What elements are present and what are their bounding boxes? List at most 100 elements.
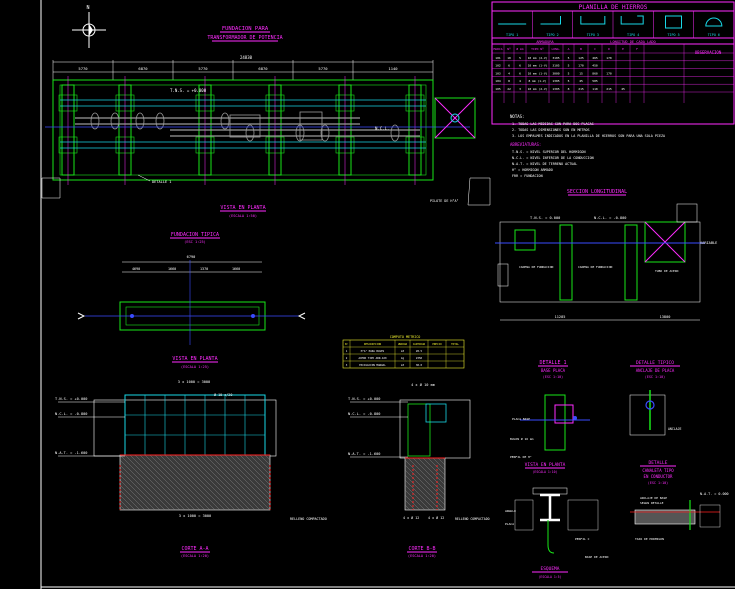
hatch-line — [244, 454, 271, 481]
schedule-header: LONG. — [551, 47, 560, 51]
detail3-label: TAPA DE HORMIGON — [635, 537, 664, 541]
schedule-cell: 10 — [507, 56, 511, 60]
schedule-cell: 110 — [592, 87, 598, 91]
hatch-line — [139, 454, 196, 511]
hatch-line — [249, 454, 271, 476]
plan-small-dim: 4690 — [132, 267, 140, 271]
abbr-line: T.N.S. = NIVEL SUPERIOR DEL HORMIGON — [512, 150, 586, 154]
dim-text: 6870 — [138, 66, 148, 71]
main-plan-view: FUNDACION PARA TRANSFORMADOR DE POTENCIA… — [41, 26, 491, 218]
dim-text: 5770 — [198, 66, 208, 71]
hatch-line — [119, 464, 166, 511]
manhole-x — [644, 221, 686, 263]
dim-text: 6870 — [258, 66, 268, 71]
detail3-title: DETALLE — [649, 460, 668, 466]
schedule-cell: 6 — [519, 71, 521, 75]
plan-small-dim: 1660 — [232, 267, 240, 271]
quantities-header: UNIDAD — [398, 342, 408, 346]
hatch-line — [209, 454, 266, 511]
schedule-group-armadura: ARMADURA — [536, 40, 554, 44]
detail3-label: N.A.T. = 0.000 — [700, 492, 729, 496]
detail1-label: PLACA — [505, 522, 514, 526]
elevation-b-dim-top: 4 x Ø 10 mm — [411, 382, 435, 387]
abbr-line: N.C.L. = NIVEL INFERIOR DE LA CONDUCCION — [512, 156, 594, 160]
section-dim: 11285 — [555, 315, 566, 319]
hatch-line — [144, 454, 201, 511]
level-label: N.C.L. = -0.800 — [348, 412, 380, 416]
soil-hatch — [41, 177, 61, 199]
schedule-cell: 22 — [507, 87, 511, 91]
section-column — [514, 229, 536, 251]
type-label: TIPO 5 — [667, 33, 679, 37]
section-label-mid: N.C.L. = -0.800 — [594, 216, 626, 220]
hatch-line — [412, 457, 446, 491]
right-label: N.C.L. — [375, 126, 389, 131]
schedule-cell: 1305 — [552, 87, 559, 91]
schedule-cell: 10 mm (2-V) — [528, 56, 548, 60]
schedule-header: D — [608, 47, 610, 51]
detail1-title: DETALLE 1 — [539, 360, 566, 366]
schedule-group-longitud: LONGITUD DE CADA LADO — [610, 40, 655, 44]
section-arrow-icon — [77, 312, 86, 320]
pipe — [75, 117, 360, 125]
detail3-label: ANCLAJE DE BASE — [640, 496, 667, 500]
detail1-label: PERFIL C — [575, 537, 590, 541]
quantities-cell: m3 — [401, 363, 405, 367]
detail2-title: DETALLE TIPICO — [636, 360, 674, 366]
hatch-line — [134, 454, 191, 511]
schedule-cell: 4 — [519, 79, 521, 83]
hatch-line — [119, 489, 141, 511]
hatch-line — [404, 479, 436, 511]
hatch-line — [417, 457, 446, 486]
schedule-cell: 1305 — [552, 79, 559, 83]
schedule-cell: 104 — [495, 79, 501, 83]
schedule-cell: 105 — [495, 87, 501, 91]
schedule-header: MARCA — [493, 47, 502, 51]
abbr-line: H° = HORMIGON ARMADO — [512, 168, 553, 172]
hatch-line — [432, 457, 446, 471]
schedule-cell: 45 — [579, 79, 583, 83]
abbr-line: N.A.T. = NIVEL DE TERRENO ACTUAL — [512, 162, 577, 166]
note-line: 1. TODAS LAS MEDIDAS SON PARA DOS PLACAS — [512, 122, 594, 126]
hatch-line — [404, 504, 411, 511]
valve-icon — [110, 112, 120, 130]
detail3-subtitle: CANALETA TIPO — [642, 468, 674, 473]
level-label: N.A.T. = -1.600 — [348, 452, 380, 456]
schedule-header: F — [636, 47, 638, 51]
schedule-cell: 465 — [592, 56, 598, 60]
schedule-cell: 450 — [592, 64, 598, 68]
detail-callout: DETALLE 1 — [152, 180, 171, 184]
schedule-cell: 102 — [495, 64, 501, 68]
hatch-line — [254, 454, 271, 471]
rebar-shape-icon — [580, 16, 606, 25]
section-label-left: T.N.S. = 0.000 — [530, 216, 560, 220]
elevation-a: T.N.S. = +0.000 N.C.L. = -0.800 N.A.T. =… — [55, 380, 327, 558]
schedule-cell: 215 — [578, 87, 584, 91]
pile-label: PILOTE DE H°A° — [430, 199, 459, 203]
detail1-label: BULON Ø 16 mm — [510, 436, 534, 441]
hatch-line — [179, 454, 236, 511]
plan-small-caption-scale: (ESCALA 1:25) — [181, 365, 209, 369]
quantities-cell: EXCAVACION MANUAL — [359, 363, 386, 367]
elevation-b: T.N.S. = +0.000 N.C.L. = -0.800 N.A.T. =… — [348, 382, 490, 558]
hatch-line — [404, 464, 446, 506]
dim-text: 5770 — [318, 66, 328, 71]
detail1-label: PLACA BASE — [512, 417, 530, 421]
detail1-caption-scale: (ESCALA 1:10) — [533, 470, 558, 474]
plan-small-dim: 1370 — [200, 267, 208, 271]
plan-small-total-dim: 6790 — [187, 255, 196, 259]
main-view-caption: VISTA EN PLANTA — [220, 205, 265, 211]
elevation-b-caption: CORTE B-B — [408, 546, 435, 552]
schedule-header: Ø mm — [516, 46, 523, 51]
schedule-cell: 10 mm (2-V) — [528, 87, 548, 91]
hatch-line — [159, 454, 216, 511]
schedule-cell: 8 — [568, 87, 570, 91]
soil-hatch — [676, 203, 698, 223]
schedule-cell: 3 — [519, 87, 521, 91]
notes-title: NOTAS: — [510, 114, 524, 119]
schedule-cell: 4 — [508, 71, 510, 75]
quantities-header: CANTIDAD — [413, 342, 426, 346]
manhole-x — [434, 97, 476, 139]
pipe — [170, 129, 420, 137]
